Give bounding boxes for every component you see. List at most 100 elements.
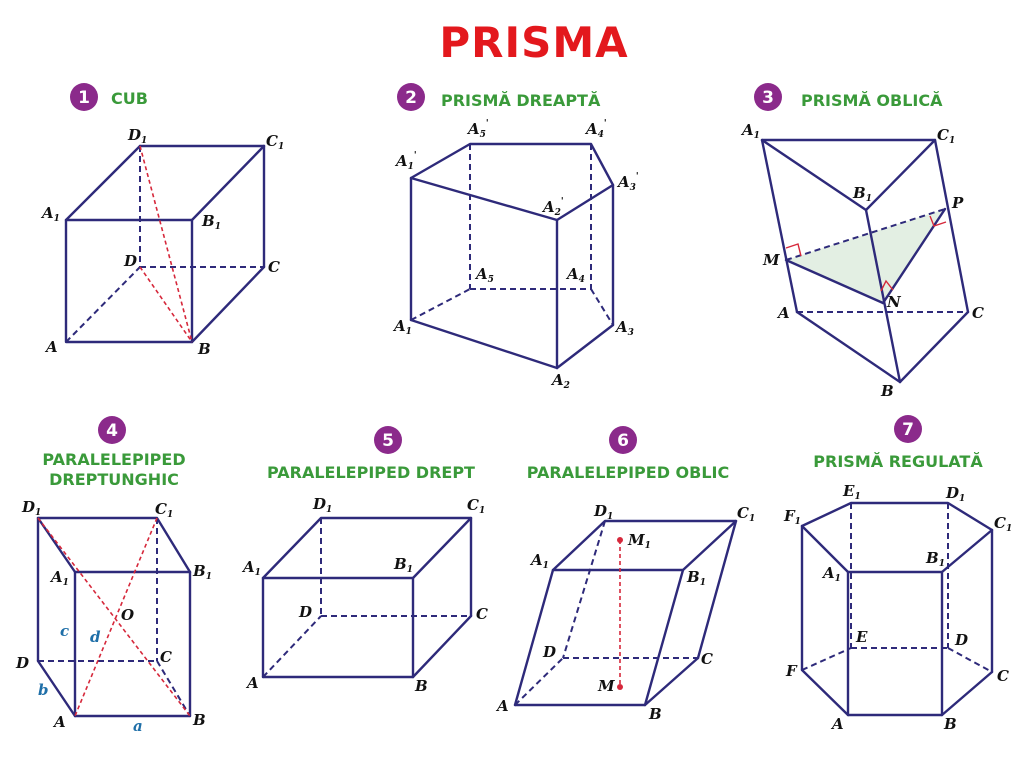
label-m: M [762, 251, 780, 269]
badge-1 [70, 83, 98, 111]
cube-figure [64, 144, 266, 344]
label-a: A [830, 715, 844, 733]
label-a: A [495, 697, 509, 715]
label-o: O [121, 606, 134, 624]
label-e1: E1 [842, 482, 861, 502]
label-c1: C1 [155, 500, 173, 520]
panel-paralelepiped-dreptunghic: 4 PARALELEPIPED DREPTUNGHIC D1 C1 A1 B1 … [15, 416, 212, 735]
hexagonal-prism-figure [800, 501, 994, 717]
oblique-prism-labels: A1 C1 B1 P M N A C B [740, 121, 984, 400]
label-a3p: A3' [616, 172, 639, 193]
badge-4 [98, 416, 126, 444]
label-a1p: A1' [394, 151, 417, 172]
panel-prisma-regulata: 7 PRISMĂ REGULATĂ E1 D1 F1 C1 A1 B1 E D [783, 415, 1012, 733]
panel-4-title-line1: PARALELEPIPED [42, 450, 185, 469]
panel-paralelepiped-drept: 5 PARALELEPIPED DREPT D1 C1 A1 B1 D C A … [241, 426, 488, 695]
panel-prisma-oblica: 3 PRISMĂ OBLICĂ A1 C1 B1 P M N A C [740, 83, 984, 400]
label-a5: A5 [474, 265, 494, 285]
label-a4: A4 [565, 265, 585, 285]
label-a1: A1 [241, 558, 261, 578]
label-b1: B1 [686, 568, 706, 588]
badge-2 [397, 83, 425, 111]
label-c: C [160, 648, 172, 666]
label-b: B [880, 382, 894, 400]
label-b: B [414, 677, 428, 695]
panel-paralelepiped-oblic: 6 PARALELEPIPED OBLIC D1 M1 C1 A1 B1 D C… [495, 426, 755, 723]
label-c: C [268, 258, 280, 276]
pentagonal-prism-figure [409, 142, 615, 370]
badge-6-number: 6 [617, 431, 629, 451]
rect-box-labels: D1 C1 A1 B1 O D C A B c d b a [15, 498, 212, 735]
label-a1: A1 [821, 564, 841, 584]
panel-cub: 1 CUB D1 C1 A1 B1 D C A B [40, 83, 284, 358]
label-a5p: A5' [466, 119, 489, 140]
right-parallelepiped-labels: D1 C1 A1 B1 D C A B [241, 495, 488, 695]
label-a2: A2 [550, 371, 570, 391]
label-c1: C1 [266, 132, 284, 152]
label-m: M [597, 677, 615, 695]
label-f1: F1 [783, 507, 801, 527]
perpendicular-section [786, 209, 945, 303]
label-d: D [954, 631, 968, 649]
measure-c: c [60, 622, 69, 640]
badge-3-number: 3 [762, 88, 774, 108]
label-c1: C1 [994, 514, 1012, 534]
panel-2-title: PRISMĂ DREAPTĂ [441, 91, 601, 110]
badge-4-number: 4 [106, 421, 118, 441]
badge-3 [754, 83, 782, 111]
label-a1: A1 [392, 317, 412, 337]
label-d: D [542, 643, 556, 661]
badge-7-number: 7 [902, 420, 914, 440]
label-c1: C1 [467, 496, 485, 516]
measure-b: b [38, 681, 49, 699]
label-c1: C1 [937, 126, 955, 146]
label-a: A [44, 338, 58, 356]
badge-1-number: 1 [78, 88, 90, 108]
label-b: B [192, 711, 206, 729]
label-m1: M1 [627, 531, 651, 551]
label-d1: D1 [593, 502, 613, 522]
measure-a: a [133, 717, 143, 735]
label-c: C [997, 667, 1009, 685]
badge-6 [609, 426, 637, 454]
label-d: D [298, 603, 312, 621]
panel-7-title: PRISMĂ REGULATĂ [813, 452, 983, 471]
badge-5 [374, 426, 402, 454]
label-b1: B1 [852, 184, 872, 204]
badge-2-number: 2 [405, 88, 417, 108]
label-a1: A1 [529, 551, 549, 571]
label-a1: A1 [740, 121, 760, 141]
label-b1: B1 [201, 212, 221, 232]
panel-3-title: PRISMĂ OBLICĂ [801, 91, 943, 110]
label-b1: B1 [192, 562, 212, 582]
label-d1: D1 [945, 484, 965, 504]
label-b1: B1 [393, 555, 413, 575]
hexagonal-prism-labels: E1 D1 F1 C1 A1 B1 E D F C A B [783, 482, 1012, 733]
label-a1: A1 [40, 204, 60, 224]
rect-box-figure [36, 516, 192, 718]
panel-prisma-dreapta: 2 PRISMĂ DREAPTĂ A5' A4' A1' A3' A2' A5 … [392, 83, 639, 391]
label-n: N [886, 293, 902, 311]
label-e: E [855, 628, 868, 646]
page-title: PRISMA [439, 18, 628, 67]
label-b1: B1 [925, 549, 945, 569]
badge-7 [894, 415, 922, 443]
label-b: B [197, 340, 211, 358]
label-d1: D1 [312, 495, 332, 515]
label-b: B [943, 715, 957, 733]
label-a: A [776, 304, 790, 322]
label-a2p: A2' [541, 197, 564, 218]
measure-d: d [90, 628, 101, 646]
label-p: P [951, 194, 964, 212]
panel-1-title: CUB [111, 89, 148, 108]
label-c1: C1 [737, 504, 755, 524]
panel-5-title: PARALELEPIPED DREPT [267, 463, 475, 482]
cube-vertex-labels: D1 C1 A1 B1 D C A B [40, 126, 284, 358]
label-a3: A3 [614, 318, 634, 338]
label-a: A [245, 674, 259, 692]
label-d1: D1 [21, 498, 41, 518]
oblique-parallelepiped-labels: D1 M1 C1 A1 B1 D C M A B [495, 502, 755, 723]
oblique-parallelepiped-figure [513, 519, 738, 707]
pentagonal-prism-labels: A5' A4' A1' A3' A2' A5 A4 A1 A3 A2 [392, 119, 639, 391]
oblique-prism-figure [760, 138, 970, 384]
